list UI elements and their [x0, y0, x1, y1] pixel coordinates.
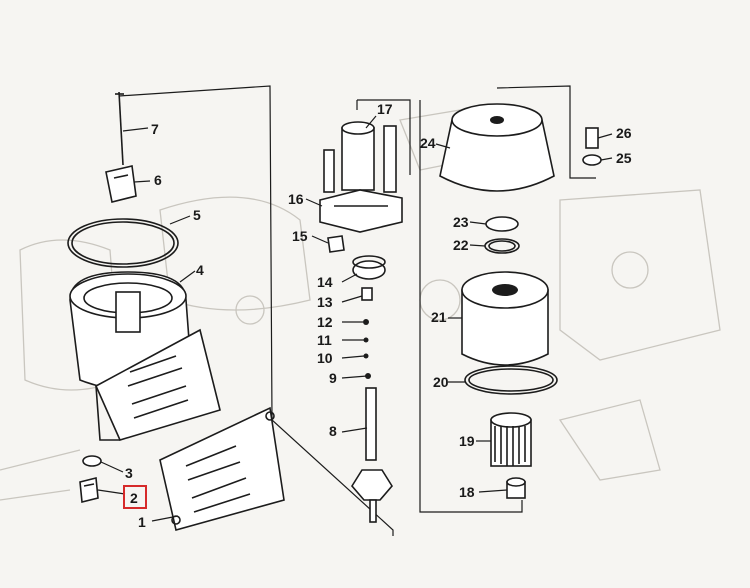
callout-3: 3: [125, 465, 133, 481]
callout-6: 6: [154, 172, 162, 188]
part-14-cup: [352, 255, 386, 280]
callout-20: 20: [433, 374, 449, 390]
callout-2: 2: [130, 490, 138, 506]
part-26-screw: [585, 127, 599, 149]
callout-22: 22: [453, 237, 469, 253]
callout-4: 4: [196, 262, 204, 278]
leader-lines: [97, 115, 613, 522]
part-21-filter-bowl: [461, 271, 549, 366]
part-4-filter-housing: [69, 271, 221, 441]
part-1-gasket: [159, 406, 285, 531]
callout-25: 25: [616, 150, 632, 166]
callout-19: 19: [459, 433, 475, 449]
callout-8: 8: [329, 423, 337, 439]
part-18-spring-seat: [506, 477, 526, 499]
part-23-ring: [485, 216, 519, 232]
part-7-bleed-rod: [115, 91, 124, 166]
callout-labels: 1 2 3 4 5 6 7 8 9 10 11 12 13 14 15 16 1…: [125, 101, 632, 530]
callout-1: 1: [138, 514, 146, 530]
callout-18: 18: [459, 484, 475, 500]
part-17-valve-head: [323, 121, 397, 193]
parts-9-13-small-parts: [361, 287, 373, 379]
part-20-o-ring: [464, 365, 558, 395]
part-22-ring: [484, 238, 520, 254]
callout-26: 26: [616, 125, 632, 141]
highlight-box: [123, 485, 147, 509]
callout-12: 12: [317, 314, 333, 330]
callout-13: 13: [317, 294, 333, 310]
callout-23: 23: [453, 214, 469, 230]
callout-9: 9: [329, 370, 337, 386]
callout-21: 21: [431, 309, 447, 325]
part-2-bolt: [79, 476, 99, 504]
part-25-seal: [582, 154, 602, 166]
callout-10: 10: [317, 350, 333, 366]
part-15-plug: [327, 235, 345, 253]
part-16-valve-body: [319, 189, 403, 233]
part-24-cover: [439, 103, 555, 192]
callout-16: 16: [288, 191, 304, 207]
callout-14: 14: [317, 274, 333, 290]
callout-24: 24: [420, 135, 436, 151]
part-5-o-ring: [67, 218, 179, 268]
part-3-washer: [82, 455, 102, 467]
callout-7: 7: [151, 121, 159, 137]
part-19-filter-element: [490, 412, 532, 467]
part-6-clip: [105, 165, 137, 203]
callout-5: 5: [193, 207, 201, 223]
part-8-shaft: [351, 387, 393, 523]
callout-11: 11: [317, 332, 332, 348]
callout-15: 15: [292, 228, 308, 244]
callout-17: 17: [377, 101, 393, 117]
